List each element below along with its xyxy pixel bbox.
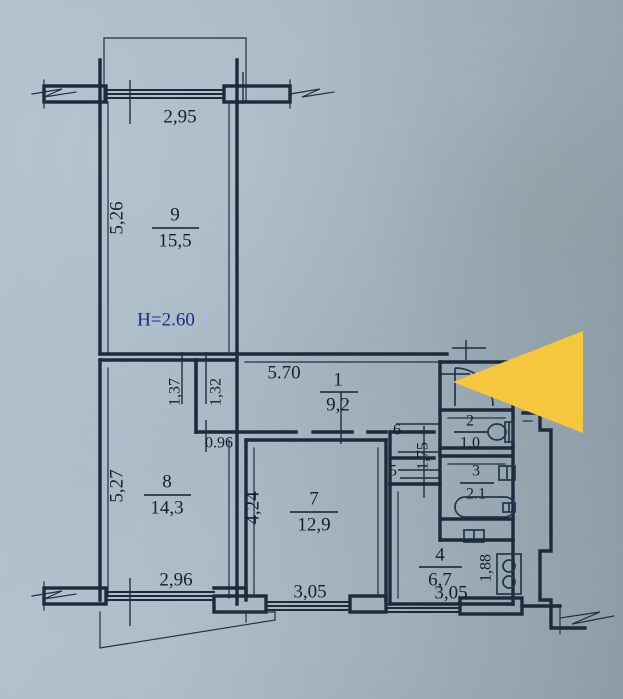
toilet-fixture (487, 421, 514, 443)
bottom-exterior-wall (31, 578, 562, 649)
room-2-number: 2 (466, 413, 474, 430)
dim-room8-left: 5,27 (106, 469, 127, 502)
sink-fixture (498, 465, 516, 481)
room-1-label: 1 9,2 (320, 369, 358, 415)
room-8-number: 8 (162, 471, 172, 492)
bathtub-fixture (454, 496, 516, 518)
room-4-label: 4 6,7 (419, 544, 462, 590)
dim-top-window: 2,95 (163, 106, 196, 127)
room-1-area: 9,2 (326, 394, 350, 415)
room-9-area: 15,5 (158, 230, 191, 251)
dim-kitchen-right: 1,88 (478, 554, 495, 582)
room-1-number: 1 (333, 369, 343, 390)
room-8-area: 14,3 (150, 497, 183, 518)
dim-room8-bottom: 2,96 (159, 569, 192, 590)
room-7-walls (244, 438, 388, 602)
dim-room7-bottom: 3,05 (293, 581, 326, 602)
yellow-pointer-arrow (453, 331, 583, 433)
room-9-walls (98, 58, 239, 356)
dim-bath-block-height: 1,75 (415, 442, 432, 470)
stove-fixture (496, 553, 522, 595)
closets-5-6-walls (388, 423, 442, 498)
room-3-number: 3 (472, 463, 480, 480)
dim-room9-left: 5,26 (106, 201, 127, 234)
dim-kitchen-bottom: 3,05 (434, 582, 467, 603)
room-2-area: 1,0 (460, 435, 480, 452)
room-2-label: 2 1,0 (454, 413, 488, 452)
ceiling-height-label: H=2.60 (137, 309, 195, 330)
room-7-label: 7 12,9 (290, 488, 338, 535)
room-6-number: 6 (393, 422, 401, 439)
room-4-number: 4 (435, 544, 445, 565)
right-exterior-wall (521, 411, 615, 635)
dim-wall-1-37: 1,37 (167, 378, 184, 406)
balcony-outline (103, 37, 247, 101)
room-5-number: 5 (389, 463, 397, 480)
room-9-label: 9 15,5 (152, 204, 199, 251)
room-7-number: 7 (309, 488, 319, 509)
room-1-walls (235, 352, 449, 434)
room-8-label: 8 14,3 (144, 471, 191, 518)
dim-hall-top: 5.70 (267, 362, 300, 383)
room-7-area: 12,9 (297, 514, 330, 535)
room-9-number: 9 (170, 204, 180, 225)
room-3-label: 3 2.1 (460, 463, 494, 503)
room-8-walls (98, 358, 239, 606)
dim-wall-1-32: 1,32 (208, 378, 225, 406)
room-2-3-walls (438, 360, 515, 542)
dim-opening-0-96: 0.96 (205, 435, 233, 452)
room-4-area: 6,7 (428, 569, 452, 590)
room-3-area: 2.1 (466, 486, 486, 503)
dim-room7-left: 4,24 (242, 491, 263, 525)
top-exterior-wall-window (31, 72, 335, 124)
entry-dimension-ticks (440, 340, 486, 375)
